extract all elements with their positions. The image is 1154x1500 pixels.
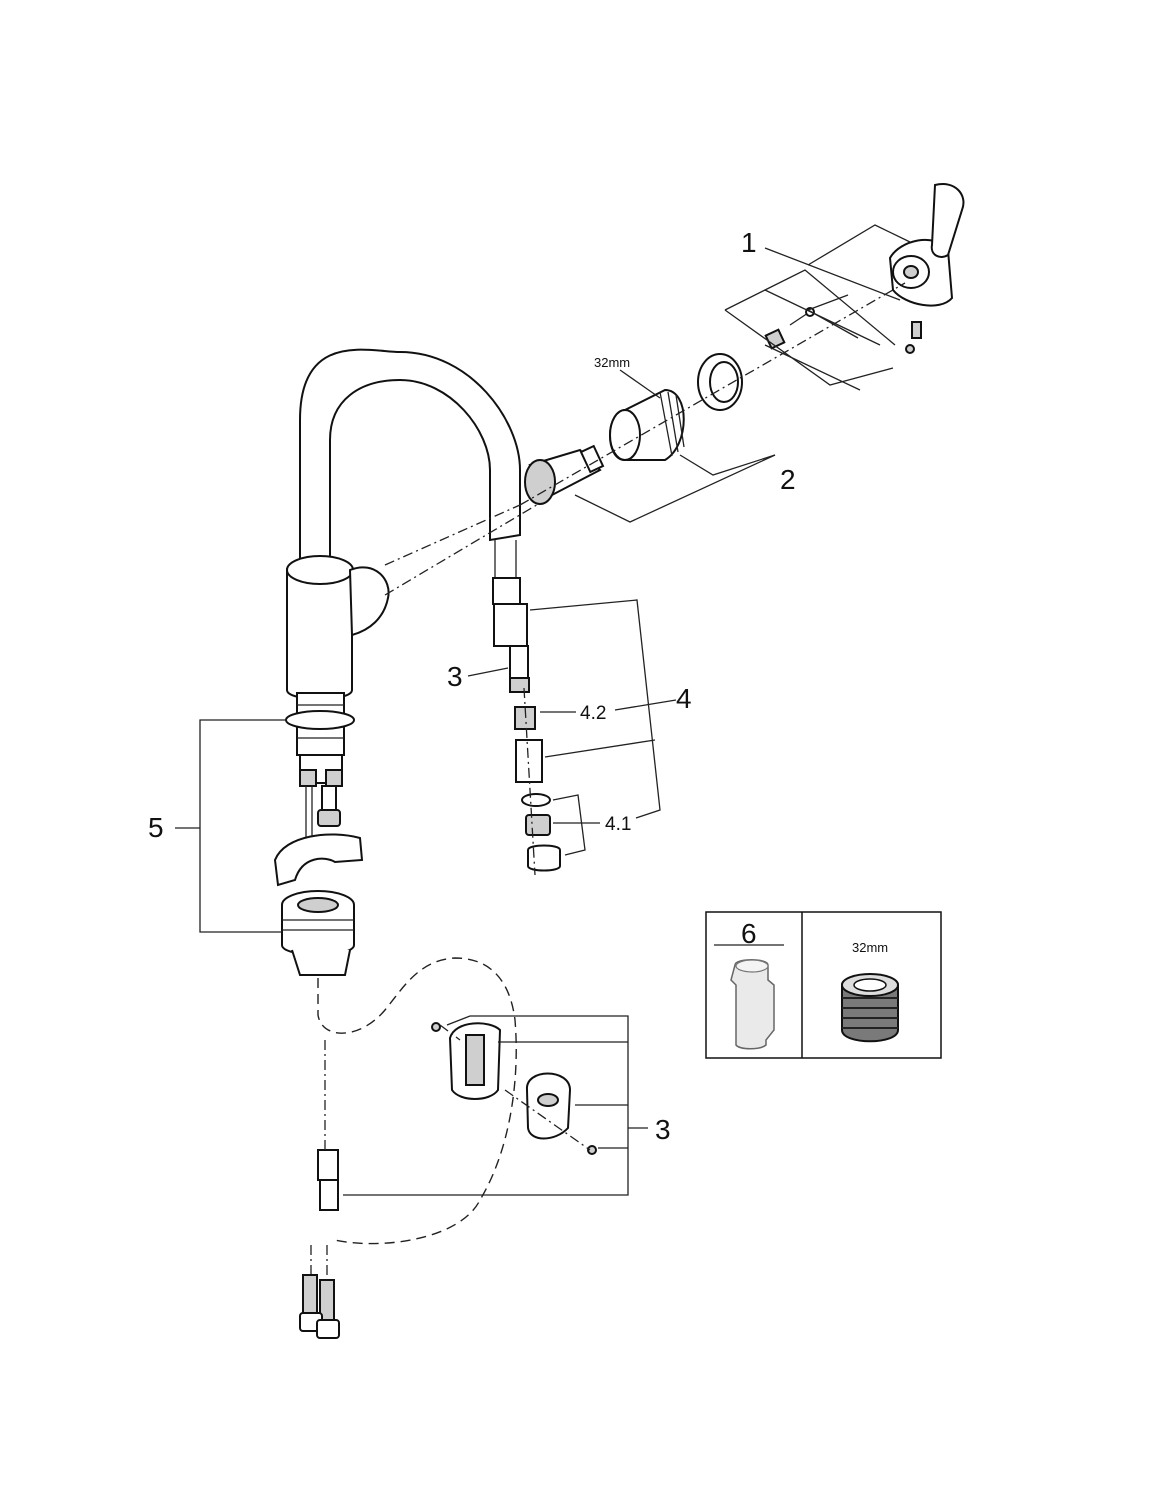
callout-2: 2: [780, 464, 796, 495]
cartridge-and-lever: [519, 183, 965, 506]
cartridge-tool: [730, 959, 775, 1050]
callout-4-1: 4.1: [605, 814, 631, 835]
accessory-inset: 6 32mm: [705, 911, 942, 1059]
callout-6: 6: [741, 918, 757, 949]
callout-3-upper: 3: [447, 661, 463, 692]
callout-5: 5: [148, 812, 164, 843]
leader-lines: [175, 224, 911, 1196]
callout-3-lower: 3: [655, 1114, 671, 1145]
faucet-body: [285, 348, 521, 756]
hose-path: [317, 957, 517, 1245]
flex-hoses: [299, 1245, 340, 1339]
callout-4: 4: [676, 683, 692, 714]
pull-out-hose-fittings: [492, 540, 561, 876]
hose-guide-bracket: [317, 1022, 597, 1211]
size-label-cartridge: 32mm: [594, 355, 630, 370]
size-label-inset: 32mm: [852, 940, 888, 955]
mounting-set: [273, 754, 364, 976]
callout-1: 1: [741, 227, 757, 258]
callout-4-2: 4.2: [580, 703, 606, 724]
threaded-bonnet-inset: [841, 973, 899, 1043]
